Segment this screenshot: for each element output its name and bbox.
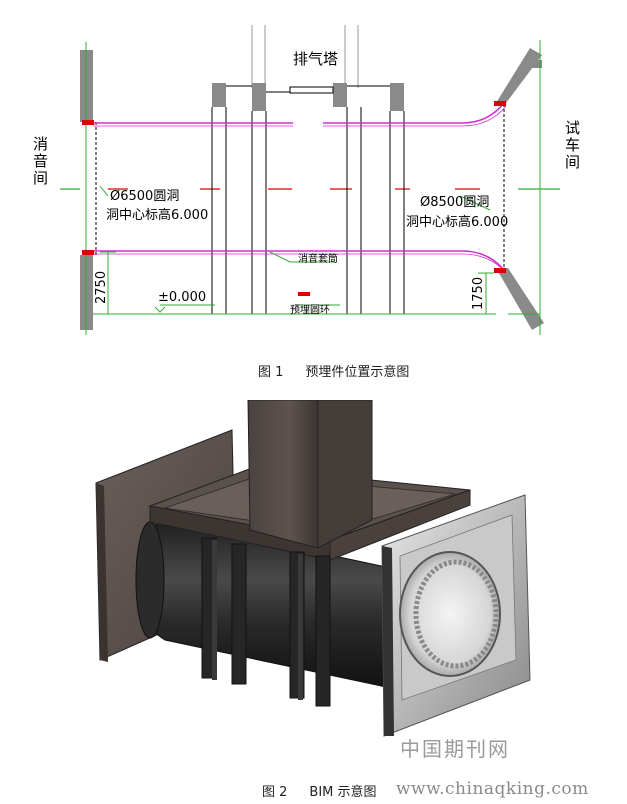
tunnel-outline — [93, 102, 507, 274]
dimension-left — [100, 251, 116, 315]
leader-lines — [99, 185, 491, 313]
label-left-tunnel-dia: Ø6500圆洞 — [110, 189, 179, 204]
label-right-tunnel-elev: 洞中心标高6.000 — [406, 214, 508, 230]
tower-columns — [211, 107, 405, 314]
bim-right-frame — [381, 494, 531, 737]
exhaust-tower-walls — [212, 83, 404, 111]
bim-tower-shaft — [247, 400, 373, 549]
right-wall — [496, 40, 544, 335]
label-floor-level: ±0.000 — [158, 290, 206, 305]
label-exhaust-tower: 排气塔 — [293, 50, 338, 68]
label-muffler-room: 消音间 — [31, 136, 49, 187]
figure-2-caption: 图 2 BIM 示意图 — [262, 781, 377, 800]
label-right-tunnel-dia: Ø8500圆洞 — [420, 195, 489, 210]
tower-guide-lines — [251, 25, 359, 88]
bim-piles — [201, 537, 331, 707]
label-pipe: 消音套筒 — [298, 252, 338, 265]
label-dim-right: 1750 — [471, 277, 486, 310]
label-test-room: 试车间 — [563, 120, 581, 171]
label-left-tunnel-elev: 洞中心标高6.000 — [106, 207, 208, 223]
label-dim-left: 2750 — [94, 271, 109, 304]
left-wall — [80, 42, 97, 335]
figure-1-caption: 图 1 预埋件位置示意图 — [258, 361, 409, 380]
figure-2-bim-render — [95, 400, 531, 737]
label-ring: 预埋圆环 — [290, 304, 330, 316]
figure-2-number: 图 2 — [262, 785, 288, 800]
watermark-url: www.chinaqking.com — [396, 779, 589, 799]
figure-2-title: BIM 示意图 — [309, 785, 377, 800]
figure-1-number: 图 1 — [258, 365, 284, 380]
watermark-site-name: 中国期刊网 — [400, 737, 510, 761]
embedded-markers — [82, 101, 506, 296]
figure-1-title: 预埋件位置示意图 — [305, 365, 410, 380]
dimension-right — [478, 272, 494, 315]
figure-1-schematic: 排气塔 消音间 试车间 Ø6500圆洞 洞中心标高6.000 Ø8500圆洞 洞… — [31, 25, 581, 335]
